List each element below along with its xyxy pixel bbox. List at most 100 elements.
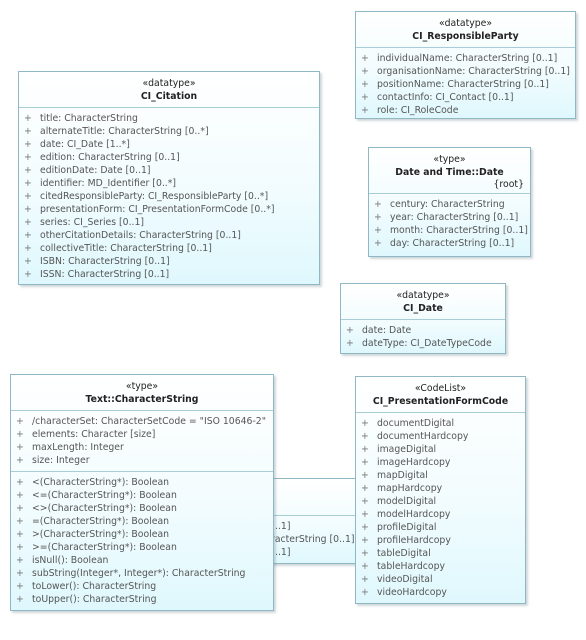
visibility-symbol: + (24, 191, 32, 202)
operation-row: +<>(CharacterString*): Boolean (11, 502, 273, 515)
visibility-symbol: + (361, 418, 369, 429)
literal-row-text: documentDigital (377, 418, 455, 429)
visibility-symbol: + (16, 568, 24, 579)
stereotype-label: «datatype» (396, 290, 450, 301)
class-box-text-characterstring[interactable]: «type» Text::CharacterString +/character… (10, 374, 274, 611)
attribute-row-text: date: CI_Date [1..*] (40, 139, 130, 150)
attribute-row: + size: Integer (11, 454, 273, 467)
visibility-symbol: + (361, 496, 369, 507)
operation-row-text: >=(CharacterString*): Boolean (32, 542, 177, 553)
class-name: CI_ResponsibleParty (412, 31, 519, 42)
attribute-row-text: presentationForm: CI_PresentationFormCod… (40, 204, 275, 215)
visibility-symbol: + (361, 548, 369, 559)
visibility-symbol: + (361, 105, 369, 116)
attribute-row-text: title: CharacterString (40, 113, 138, 124)
operation-row-text: <=(CharacterString*): Boolean (32, 490, 177, 501)
visibility-symbol: + (24, 152, 32, 163)
operation-row-text: =(CharacterString*): Boolean (32, 516, 170, 527)
operation-row: +>(CharacterString*): Boolean (11, 528, 273, 541)
visibility-symbol: + (16, 581, 24, 592)
stereotype-label: «datatype» (142, 78, 196, 89)
visibility-symbol: + (24, 217, 32, 228)
operation-row: + subString(Integer*, Integer*): Characte… (11, 567, 273, 580)
operation-row-text: <(CharacterString*): Boolean (32, 477, 170, 488)
visibility-symbol: + (361, 444, 369, 455)
attribute-row: +date: Date (341, 324, 505, 337)
visibility-symbol: + (24, 113, 32, 124)
attribute-row: +identifier: MD_Identifier [0..*] (19, 177, 319, 190)
literal-row: +modelDigital (356, 495, 525, 508)
stereotype-label: «type» (433, 154, 466, 165)
literal-row: +documentHardcopy (356, 430, 525, 443)
attribute-row: +elements: Character [size] (11, 428, 273, 441)
literal-row-text: mapHardcopy (377, 483, 443, 494)
literals-compartment: +documentDigital+documentHardcopy+imageD… (356, 413, 525, 603)
literal-row-text: profileDigital (377, 522, 437, 533)
attribute-row: +series: CI_Series [0..1] (19, 216, 319, 229)
operation-row-text: <>(CharacterString*): Boolean (32, 503, 177, 514)
attribute-row-text: /characterSet: CharacterSetCode = "ISO 1… (32, 416, 266, 427)
attribute-row-text: individualName: CharacterString [0..1] (377, 53, 558, 64)
operation-row: +toLower(): CharacterString (11, 580, 273, 593)
attribute-row: +organisationName: CharacterString [0..1… (356, 65, 575, 78)
literal-row: +videoDigital (356, 573, 525, 586)
attribute-row: + date: CI_Date [1..*] (19, 138, 319, 151)
class-box-ci-presentationformcode[interactable]: «CodeList» CI_PresentationFormCode +docu… (355, 376, 526, 604)
visibility-symbol: + (16, 594, 24, 605)
visibility-symbol: + (16, 416, 24, 427)
visibility-symbol: + (16, 455, 24, 466)
literal-row-text: tableHardcopy (377, 561, 445, 572)
attribute-row-text: size: Integer (32, 455, 90, 466)
literal-row: +mapHardcopy (356, 482, 525, 495)
attribute-row: +year: CharacterString [0..1] (369, 211, 530, 224)
visibility-symbol: + (361, 457, 369, 468)
attribute-row: +ISBN: CharacterString [0..1] (19, 255, 319, 268)
visibility-symbol: + (361, 587, 369, 598)
attribute-row: +positionName: CharacterString [0..1] (356, 78, 575, 91)
operation-row-text: subString(Integer*, Integer*): Character… (32, 568, 246, 579)
visibility-symbol: + (24, 139, 32, 150)
attribute-row: +edition: CharacterString [0..1] (19, 151, 319, 164)
visibility-symbol: + (16, 442, 24, 453)
attribute-row-text: maxLength: Integer (32, 442, 124, 453)
attribute-row-text: contactInfo: CI_Contact [0..1] (377, 92, 514, 103)
root-tag: {root} (493, 179, 524, 190)
operations-compartment: + <(CharacterString*): Boolean + <=(Charact… (11, 471, 273, 610)
attribute-row-text: year: CharacterString [0..1] (390, 212, 519, 223)
visibility-symbol: + (24, 230, 32, 241)
attribute-row: +century: CharacterString (369, 198, 530, 211)
class-header: «datatype» CI_Date (341, 284, 505, 320)
visibility-symbol: + (24, 204, 32, 215)
hidden-attribute-row: racterString [0..1] (271, 534, 355, 545)
literal-row: +tableDigital (356, 547, 525, 560)
attribute-row-text: editionDate: Date [0..1] (40, 165, 151, 176)
class-box-date-and-time-date[interactable]: «type» Date and Time::Date {root} +centu… (368, 147, 531, 257)
attributes-compartment: +date: Date+dateType: CI_DateTypeCode (341, 320, 505, 353)
literal-row-text: documentHardcopy (377, 431, 469, 442)
literal-row-text: mapDigital (377, 470, 428, 481)
attribute-row: +individualName: CharacterString [0..1] (356, 52, 575, 65)
class-name: Date and Time::Date (395, 167, 504, 178)
class-header: «CodeList» CI_PresentationFormCode (356, 377, 525, 413)
attribute-row: + presentationForm: CI_PresentationFormCo… (19, 203, 319, 216)
visibility-symbol: + (16, 477, 24, 488)
class-box-ci-responsible-party[interactable]: «datatype» CI_ResponsibleParty +individu… (355, 11, 576, 119)
operation-row: + <(CharacterString*): Boolean (11, 476, 273, 489)
attribute-row: + /characterSet: CharacterSetCode = "ISO … (11, 415, 273, 428)
visibility-symbol: + (16, 542, 24, 553)
attribute-row-text: alternateTitle: CharacterString [0..*] (40, 126, 209, 137)
attribute-row-text: day: CharacterString [0..1] (390, 238, 515, 249)
attribute-row: + day: CharacterString [0..1] (369, 237, 530, 250)
class-name: CI_Date (403, 303, 443, 314)
operation-row: +isNull(): Boolean (11, 554, 273, 567)
class-box-ci-citation[interactable]: «datatype» CI_Citation +title: Character… (18, 71, 320, 285)
attributes-compartment: +century: CharacterString+year: Characte… (369, 194, 530, 254)
class-box-ci-date[interactable]: «datatype» CI_Date +date: Date+dateType:… (340, 283, 506, 354)
attribute-row-text: collectiveTitle: CharacterString [0..1] (40, 243, 212, 254)
operation-row-text: isNull(): Boolean (32, 555, 109, 566)
attribute-row: + maxLength: Integer (11, 441, 273, 454)
visibility-symbol: + (374, 238, 382, 249)
visibility-symbol: + (16, 429, 24, 440)
visibility-symbol: + (374, 225, 382, 236)
attribute-row-text: otherCitationDetails: CharacterString [0… (40, 230, 241, 241)
